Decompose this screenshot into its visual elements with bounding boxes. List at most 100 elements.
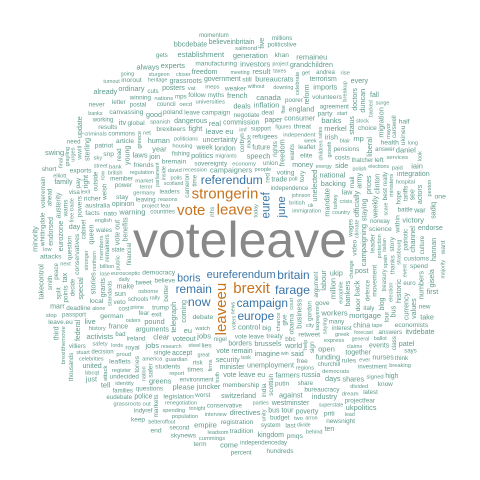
word-inflation: inflation	[254, 100, 279, 109]
word-without: without	[248, 84, 265, 90]
word-rules: rules	[342, 358, 357, 365]
word-corbyn: corbyn	[239, 133, 246, 153]
word-protection: protection	[377, 234, 383, 258]
word-ever: ever	[359, 358, 370, 364]
word-says: says	[404, 348, 417, 355]
word-voteremain: voteremain	[40, 176, 47, 208]
word-working: working	[92, 117, 114, 123]
word-express: express	[324, 338, 345, 344]
word-unity: unity	[261, 409, 267, 421]
word-think: think	[395, 355, 409, 362]
word-believe: believe	[155, 277, 176, 284]
word-event: event	[403, 264, 409, 277]
word-nations: nations	[154, 96, 173, 102]
word-party: party	[318, 111, 333, 118]
word-migrants: migrants	[215, 153, 236, 159]
word-iain: iain	[411, 161, 423, 170]
word-backing: backing	[321, 179, 346, 188]
word-endorse: endorse	[418, 225, 443, 232]
word-tariffs: tariffs	[403, 186, 410, 201]
word-duncan: duncan	[358, 89, 367, 113]
word-split: split	[56, 287, 63, 299]
word-referendum: referendum	[201, 173, 263, 187]
word-treaty: treaty	[266, 333, 283, 340]
word-wants: wants	[289, 144, 296, 161]
word-results: results	[98, 124, 117, 131]
word-sovereignty: sovereignty	[194, 160, 228, 167]
word-real: real	[209, 119, 221, 128]
word-industry: industry	[312, 392, 338, 401]
word-schools: schools	[128, 297, 148, 303]
word-oecd: oecd	[179, 102, 192, 108]
word-activists: activists	[86, 332, 113, 341]
word-lexit: lexit	[81, 189, 91, 195]
word-democracy: democracy	[142, 269, 175, 276]
word-dream: dream	[342, 392, 359, 398]
word-status: status	[349, 116, 356, 135]
word-sterling: sterling	[84, 138, 92, 161]
word-many: many	[329, 318, 345, 325]
word-andrea: andrea	[316, 70, 335, 76]
word-channel: channel	[408, 226, 417, 253]
word-identity: identity	[115, 381, 134, 387]
word-patriot: patriot	[95, 142, 114, 149]
word-market: market	[135, 179, 153, 185]
word-postal: postal	[130, 102, 146, 109]
word-tusk: tusk	[241, 355, 251, 361]
word-johnson: johnson	[291, 193, 311, 199]
word-ireland: ireland	[127, 336, 146, 343]
word-door: door	[355, 297, 362, 311]
word-really: really	[383, 172, 389, 186]
word-grayling: grayling	[65, 147, 71, 166]
word-left: left	[375, 157, 384, 164]
word-independent: independent	[283, 132, 315, 138]
word-follow: follow	[188, 92, 206, 99]
word-empire: empire	[194, 420, 217, 429]
word-alone: alone	[92, 306, 105, 312]
word-irish: irish	[325, 133, 338, 141]
word-greens: greens	[149, 377, 172, 386]
word-join: join	[148, 154, 160, 161]
word-freedom: freedom	[192, 69, 218, 76]
word-stronger: stronger	[84, 250, 90, 270]
word-read: read	[116, 148, 123, 161]
word-leaflet: leaflet	[298, 144, 316, 151]
word-integration: integration	[397, 171, 430, 178]
word-urges: urges	[71, 147, 77, 161]
word-swing: swing	[45, 148, 64, 157]
word-family: family	[54, 179, 73, 186]
word-leave: leave	[217, 201, 253, 218]
word-itv: itv	[119, 118, 127, 127]
word-vote: vote	[177, 202, 205, 219]
word-nigel: nigel	[214, 337, 227, 343]
word-manufacturing: manufacturing	[195, 60, 237, 67]
word-khan: khan	[275, 52, 290, 59]
word-leaveeu: leaveeu	[213, 283, 230, 336]
word-tory: tory	[299, 170, 306, 182]
word-already: already	[94, 87, 118, 96]
word-farmers: farmers	[275, 371, 300, 380]
word-downing: downing	[273, 85, 293, 91]
word-divided: divided	[350, 384, 368, 390]
word-scottish: scottish	[268, 373, 275, 395]
word-thousands: thousands	[68, 353, 75, 381]
word-science: science	[369, 226, 392, 233]
word-right: right	[83, 175, 90, 189]
word-actors: actors	[416, 184, 424, 204]
word-retweet: retweet	[298, 331, 320, 338]
word-countries: countries	[150, 210, 175, 216]
word-richer: richer	[84, 195, 102, 202]
word-vote-leave-eu: vote leave eu	[223, 372, 265, 379]
word-peston: peston	[427, 180, 433, 197]
word-commission: commission	[223, 119, 259, 126]
word-tonight: tonight	[189, 406, 206, 412]
word-surge: surge	[376, 100, 390, 106]
word-australia: australia	[85, 203, 110, 210]
word-doctors: doctors	[352, 87, 359, 110]
word-letter: letter	[112, 99, 126, 106]
word-pensions: pensions	[333, 146, 359, 153]
word-undecided: undecided	[110, 374, 140, 381]
word-standards: standards	[107, 281, 113, 306]
word-reform: reform	[304, 84, 311, 104]
word-spain: spain	[383, 255, 389, 268]
